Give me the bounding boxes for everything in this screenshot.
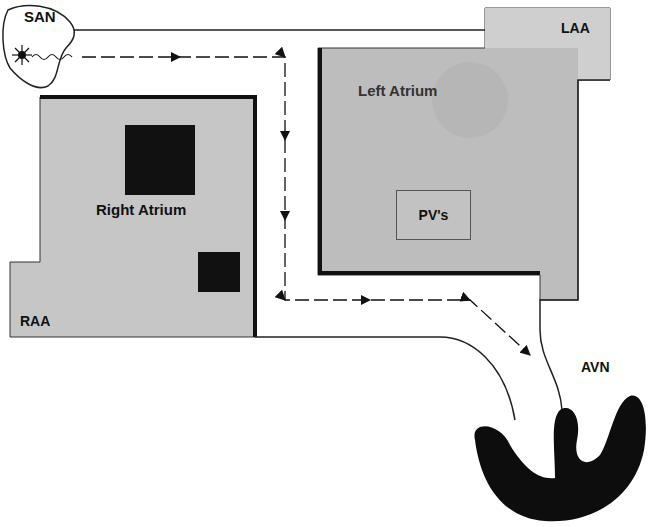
left-appendage-region [485, 8, 610, 80]
node-label: Left Atrium [358, 82, 437, 99]
left-atrium-region [318, 8, 610, 300]
atrium-region: Right AtriumRAA [10, 97, 255, 337]
atrium-box: Left AtriumPV's [318, 48, 540, 275]
atrial-appendage: LAA [485, 8, 610, 80]
node-label: PV's [419, 207, 449, 223]
node-label: RAA [20, 313, 50, 329]
dark-patch [198, 252, 240, 292]
sinoatrial-node: SAN [0, 0, 82, 92]
right-atrium-wall [40, 97, 255, 337]
atrium-texture [432, 62, 508, 138]
ventricle-shape-outline [465, 355, 650, 525]
ventricle-shape: AVN [465, 355, 650, 525]
corridor-outline [70, 30, 610, 420]
node-label: Right Atrium [96, 201, 186, 218]
conduction-path [82, 57, 530, 355]
node-label: SAN [24, 8, 56, 25]
node-label: LAA [561, 20, 590, 36]
vein-box: PV's [396, 190, 471, 240]
dark-patch [125, 125, 195, 195]
node-label: AVN [581, 359, 610, 375]
right-atrium-region [10, 97, 255, 337]
